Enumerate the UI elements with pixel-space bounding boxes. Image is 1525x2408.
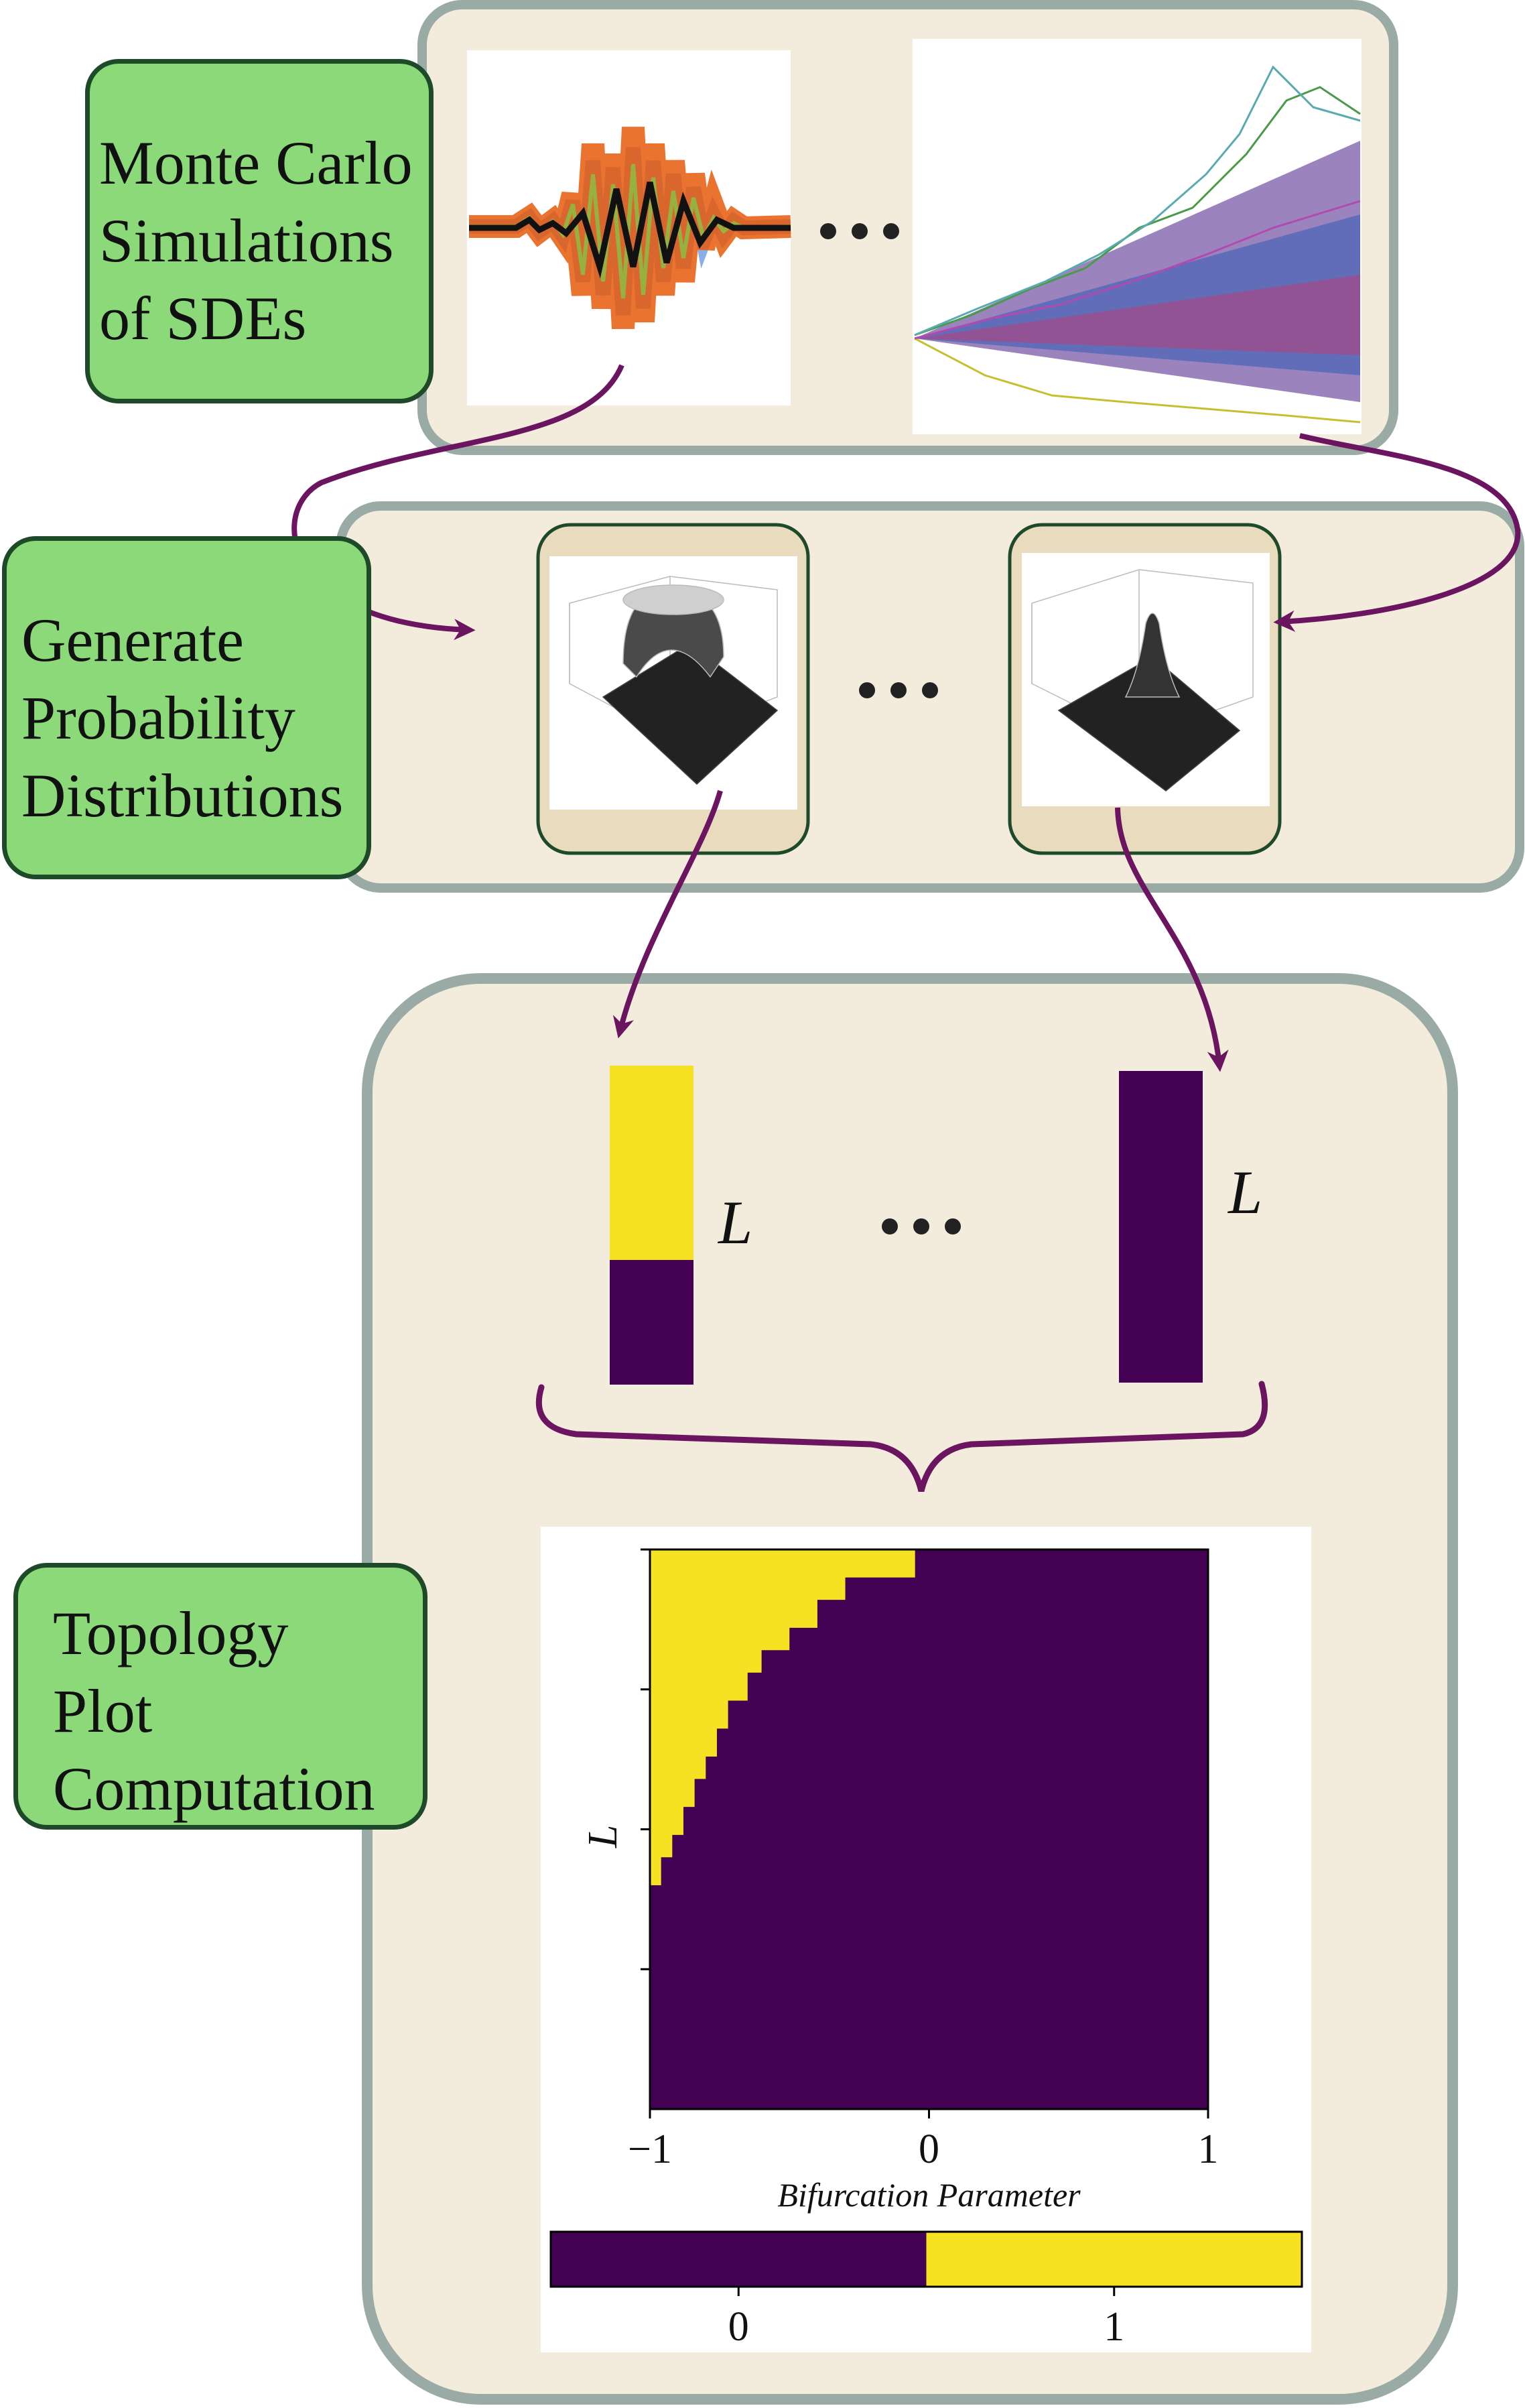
distribution-card-1 [536,523,810,855]
ring-surface-plot [569,576,779,785]
arrow-dist2-to-bar-right [1115,807,1229,1072]
label-line: Plot [53,1677,153,1745]
arrow-dist1-to-bar-left [612,789,723,1039]
stage-label-topology: Topology Plot Computation [13,1563,427,1830]
label-line: Topology [53,1599,289,1667]
colorbar-high [926,2232,1302,2287]
peak-surface-plot [1031,569,1254,791]
x-tick-label: 1 [1198,2127,1219,2172]
label-line: Computation [53,1755,375,1823]
l-symbol-right: L [1227,1158,1262,1226]
x-tick-label: 0 [919,2127,939,2172]
stage-label-monte-carlo: Monte Carlo Simulations of SDEs [85,59,434,403]
ellipsis-dots [882,1218,961,1234]
label-line: of SDEs [99,284,307,353]
bar-segment-yellow [610,1066,693,1260]
distribution-card-2 [1008,523,1282,855]
topology-bar-right [1119,1071,1203,1383]
arrow-mc2-to-dist2 [1273,433,1521,632]
colorbar-frame [549,2230,1303,2288]
label-line: Generate [21,606,244,674]
label-line: Distributions [21,761,344,830]
colorbar-tick-label: 1 [1104,2304,1124,2350]
ellipsis-dots [859,682,938,698]
bar-segment-purple [610,1260,693,1385]
l-symbol-left: L [717,1188,752,1257]
y-axis-label: L [580,1825,626,1848]
topology-bar-left [610,1066,693,1385]
x-axis-label: Bifurcation Parameter [777,2176,1081,2214]
heatmap-high-region [650,1549,915,1885]
combine-brace [535,1381,1268,1493]
ellipsis-dots [820,223,899,239]
x-tick-label: −1 [628,2127,672,2172]
label-line: Simulations [99,206,394,275]
stage-label-probability: Generate Probability Distributions [2,536,371,879]
oscillating-sde-paths-plot [467,50,791,405]
label-line: Monte Carlo [99,129,413,197]
colorbar-low [551,2232,927,2287]
colorbar-tick-label: 0 [728,2304,749,2350]
label-line: Probability [21,684,295,752]
diffusing-sde-paths-plot [913,39,1362,434]
